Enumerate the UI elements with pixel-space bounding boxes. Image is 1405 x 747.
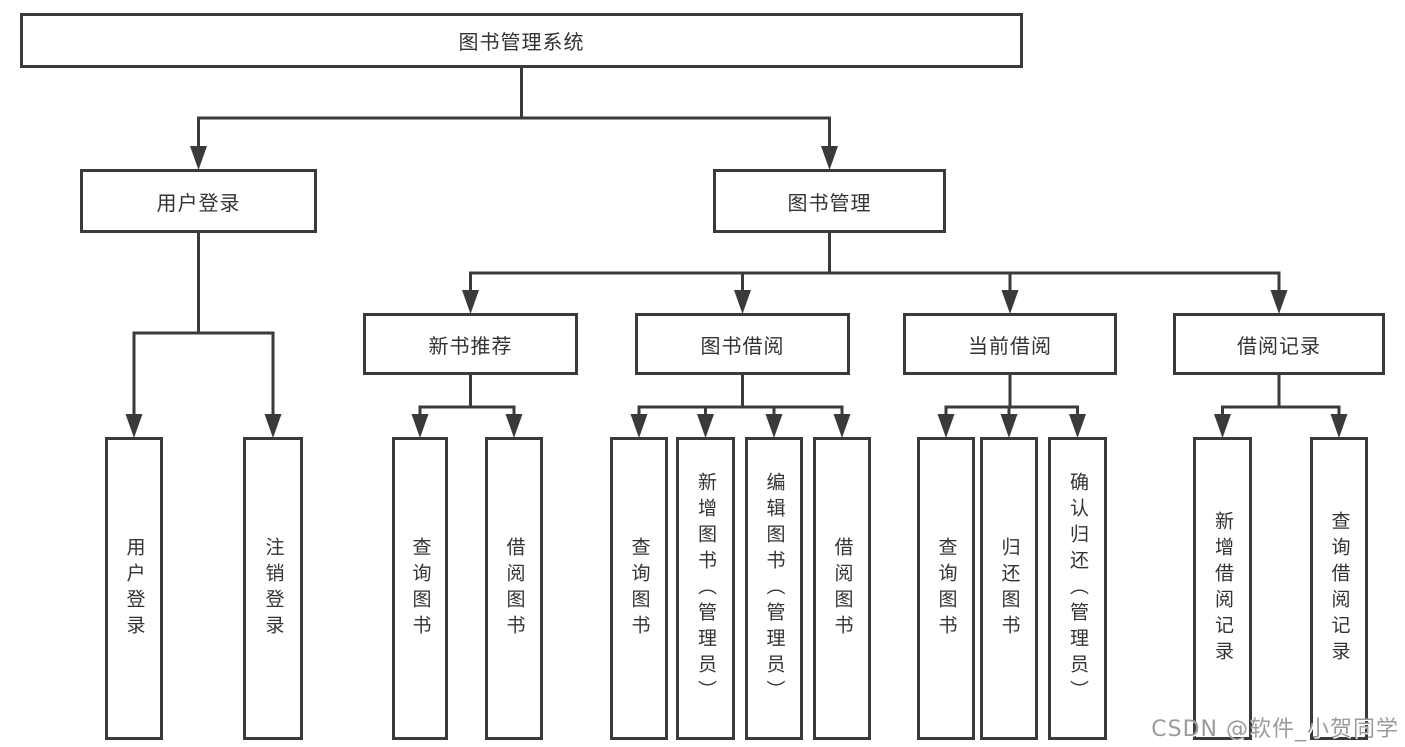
arrowhead-icon <box>190 146 207 170</box>
node-new-book-rec: 新书推荐 <box>363 313 578 375</box>
node-label: 查询图书 <box>628 536 651 641</box>
node-label: 借阅图书 <box>831 536 854 641</box>
arrowhead-icon <box>264 414 282 438</box>
node-cb-confirm-return: 确认归还（管理员） <box>1048 437 1107 740</box>
node-bb-add-book: 新增图书（管理员） <box>676 437 735 740</box>
edge-new-book-rec <box>418 373 516 425</box>
edge-book-mgmt <box>469 231 1281 301</box>
node-label: 用户登录 <box>123 536 146 641</box>
node-label: 当前借阅 <box>968 333 1052 358</box>
node-borrow-record: 借阅记录 <box>1173 313 1385 375</box>
node-label: 借阅图书 <box>503 536 526 641</box>
arrowhead-icon <box>411 414 429 438</box>
node-book-borrow: 图书借阅 <box>635 313 850 375</box>
node-label: 注销登录 <box>262 536 285 641</box>
arrowhead-icon <box>1000 414 1018 438</box>
node-cb-return-book: 归还图书 <box>980 437 1038 740</box>
arrowhead-icon <box>1330 414 1348 438</box>
node-label: 归还图书 <box>998 536 1021 641</box>
node-label: 用户登录 <box>156 190 241 215</box>
node-cb-query-book: 查询图书 <box>917 437 975 740</box>
edge-book-borrow <box>637 373 844 425</box>
edge-system <box>197 66 831 157</box>
node-label: 新增图书（管理员） <box>695 471 717 706</box>
arrowhead-icon <box>505 414 523 438</box>
node-system: 图书管理系统 <box>20 13 1023 68</box>
node-br-query-record: 查询借阅记录 <box>1310 437 1368 740</box>
node-logout: 注销登录 <box>243 437 303 740</box>
node-label: 查询图书 <box>935 536 958 641</box>
node-label: 查询图书 <box>409 536 432 641</box>
arrowhead-icon <box>765 414 783 438</box>
arrowhead-icon <box>1001 290 1019 314</box>
node-bb-borrow-book: 借阅图书 <box>813 437 871 740</box>
node-label: 图书管理 <box>787 190 872 215</box>
edge-borrow-record <box>1221 373 1341 425</box>
arrowhead-icon <box>821 146 838 170</box>
arrowhead-icon <box>734 290 751 314</box>
node-rec-borrow-book: 借阅图书 <box>485 437 543 740</box>
node-user-login: 用户登录 <box>80 169 317 233</box>
node-label: 确认归还（管理员） <box>1067 471 1089 706</box>
node-label: 编辑图书（管理员） <box>763 471 786 706</box>
arrowhead-icon <box>125 414 143 438</box>
node-current-borrow: 当前借阅 <box>903 313 1117 375</box>
node-login: 用户登录 <box>105 437 163 740</box>
arrowhead-icon <box>1069 414 1086 438</box>
arrowhead-icon <box>937 414 955 438</box>
arrowhead-icon <box>1270 290 1288 314</box>
node-label: 新增借阅记录 <box>1212 510 1234 667</box>
node-rec-query-book: 查询图书 <box>392 437 448 740</box>
node-label: 新书推荐 <box>428 333 513 358</box>
node-br-add-record: 新增借阅记录 <box>1193 437 1252 740</box>
arrowhead-icon <box>630 414 648 438</box>
node-label: 查询借阅记录 <box>1328 510 1351 667</box>
node-label: 图书借阅 <box>700 333 785 358</box>
node-book-mgmt: 图书管理 <box>713 169 946 233</box>
arrowhead-icon <box>833 414 851 438</box>
arrowhead-icon <box>1214 414 1231 438</box>
watermark: CSDN @软件_小贺同学 <box>1151 717 1399 742</box>
arrowhead-icon <box>462 290 479 314</box>
node-bb-edit-book: 编辑图书（管理员） <box>745 437 803 740</box>
node-label: 借阅记录 <box>1237 333 1321 358</box>
edge-user-login <box>132 231 275 425</box>
node-bb-query-book: 查询图书 <box>610 437 668 740</box>
node-label: 图书管理系统 <box>458 30 585 54</box>
arrowhead-icon <box>697 414 714 438</box>
